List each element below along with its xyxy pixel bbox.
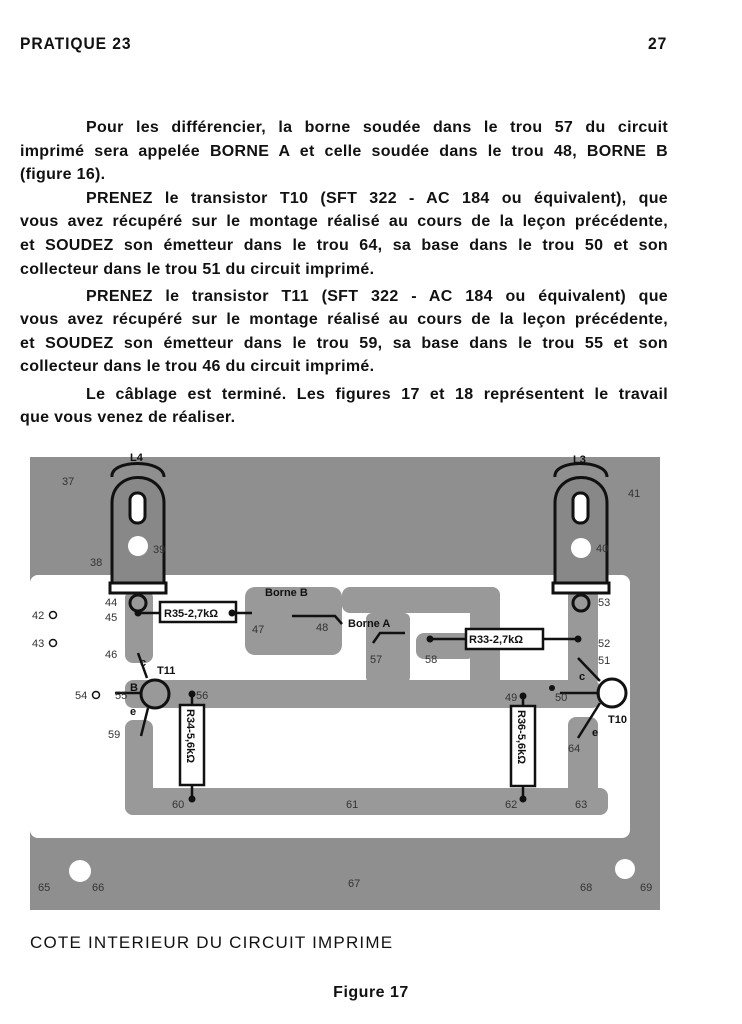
svg-text:42: 42	[32, 610, 44, 622]
svg-text:57: 57	[370, 654, 382, 666]
svg-text:39: 39	[153, 544, 165, 556]
svg-text:64: 64	[568, 743, 580, 755]
lamp-l3	[551, 462, 611, 613]
svg-text:38: 38	[90, 557, 102, 569]
text-line: imprimé sera appelée BORNE A et celle so…	[20, 142, 668, 160]
text-line: et SOUDEZ son émetteur dans le trou 64, …	[20, 236, 668, 254]
lamp-label-l3: L3	[573, 454, 586, 466]
figure-caption: COTE INTERIEUR DU CIRCUIT IMPRIME	[30, 933, 394, 952]
svg-text:54: 54	[75, 690, 87, 702]
svg-text:58: 58	[425, 654, 437, 666]
circuit-board-figure: L4 L3 R35-2,7kΩ	[30, 453, 660, 910]
collector-label: c	[579, 671, 585, 683]
text-line: et SOUDEZ son émetteur dans le trou 59, …	[20, 334, 668, 352]
running-header: PRATIQUE 23	[20, 34, 132, 53]
text-line: collecteur dans le trou 46 du circuit im…	[20, 358, 375, 376]
resistor-r36	[509, 704, 537, 788]
svg-text:68: 68	[580, 882, 592, 894]
svg-text:59: 59	[108, 729, 120, 741]
svg-text:55: 55	[115, 690, 127, 702]
svg-text:44: 44	[105, 597, 117, 609]
resistor-label-r36: R36-5,6kΩ	[515, 710, 527, 764]
svg-text:47: 47	[252, 624, 264, 636]
emitter-label: e	[592, 727, 598, 739]
svg-text:60: 60	[172, 799, 184, 811]
page-number: 27	[648, 34, 668, 53]
resistor-label-r34: R34-5,6kΩ	[184, 709, 196, 763]
svg-text:67: 67	[348, 878, 360, 890]
text-line: collecteur dans le trou 51 du circuit im…	[20, 260, 375, 278]
svg-text:62: 62	[505, 799, 517, 811]
svg-text:65: 65	[38, 882, 50, 894]
resistor-r34	[178, 703, 206, 787]
transistor-label-t11: T11	[157, 665, 175, 677]
svg-text:41: 41	[628, 488, 640, 500]
svg-text:56: 56	[196, 690, 208, 702]
svg-text:46: 46	[105, 649, 117, 661]
text-line: Le câblage est terminé. Les figures 17 e…	[86, 385, 668, 403]
resistor-r35	[158, 600, 238, 624]
svg-text:49: 49	[505, 692, 517, 704]
text-line: Pour les différencier, la borne soudée d…	[86, 119, 668, 136]
lamp-l4	[108, 462, 168, 613]
text-line: vous avez récupéré sur le montage réalis…	[20, 213, 668, 231]
base-label: B	[130, 682, 138, 694]
svg-text:69: 69	[640, 882, 652, 894]
svg-text:53: 53	[598, 597, 610, 609]
text-line: (figure 16).	[20, 166, 106, 184]
transistor-t10	[596, 677, 628, 709]
svg-text:37: 37	[62, 476, 74, 488]
borne-a-label: Borne A	[348, 618, 390, 630]
text-line: vous avez récupéré sur le montage réalis…	[20, 311, 668, 329]
text-line: que vous venez de réaliser.	[20, 409, 236, 427]
svg-text:48: 48	[316, 622, 328, 634]
svg-text:61: 61	[346, 799, 358, 811]
svg-text:63: 63	[575, 799, 587, 811]
body-text: Pour les différencier, la borne soudée d…	[20, 116, 668, 430]
svg-text:43: 43	[32, 638, 44, 650]
figure-number: Figure 17	[333, 984, 409, 1001]
resistor-r33	[464, 627, 545, 651]
hole-labels: 37 38 39 40 41 42 43 44 45 46 47 48 53 5…	[32, 476, 652, 894]
svg-text:51: 51	[598, 655, 610, 667]
svg-text:66: 66	[92, 882, 104, 894]
svg-text:40: 40	[596, 543, 608, 555]
text-line: PRENEZ le transistor T10 (SFT 322 - AC 1…	[86, 189, 668, 207]
emitter-label: e	[130, 706, 136, 718]
transistor-t11	[139, 678, 171, 710]
text-line: PRENEZ le transistor T11 (SFT 322 - AC 1…	[86, 287, 668, 305]
transistor-label-t10: T10	[608, 714, 627, 726]
borne-b-label: Borne B	[265, 587, 308, 599]
svg-text:52: 52	[598, 638, 610, 650]
lamp-label-l4: L4	[130, 453, 144, 464]
resistor-label-r33: R33-2,7kΩ	[469, 634, 523, 646]
svg-text:45: 45	[105, 612, 117, 624]
resistor-label-r35: R35-2,7kΩ	[164, 608, 218, 620]
collector-label: c	[140, 657, 146, 669]
svg-text:50: 50	[555, 692, 567, 704]
